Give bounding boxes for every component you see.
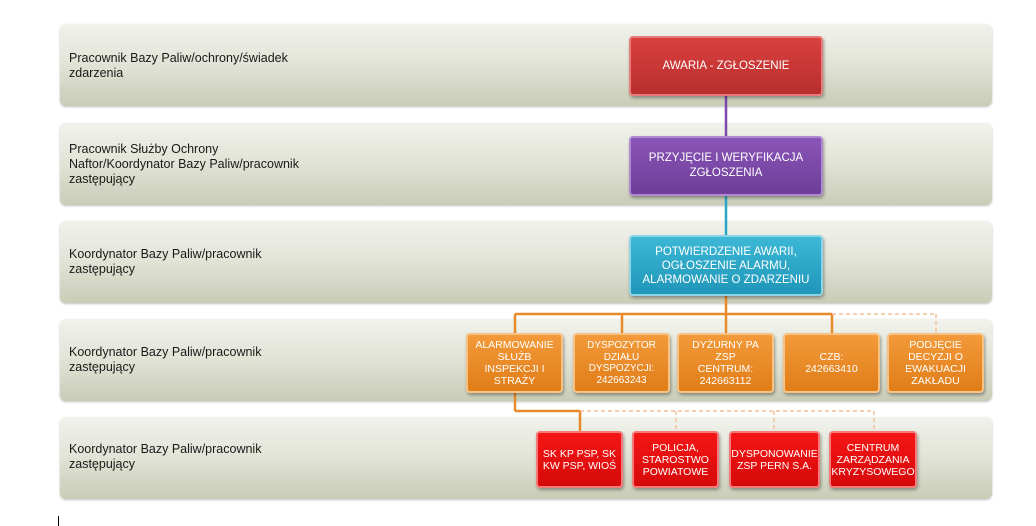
agency-zsp-pern: DYSPONOWANIE ZSP PERN S.A. (729, 431, 820, 488)
swimlane-1: Pracownik Bazy Paliw/ochrony/świadek zda… (60, 24, 992, 106)
notify-czb: CZB: 242663410 (783, 333, 880, 393)
notify-duty-officer: DYŻURNY PA ZSP CENTRUM: 242663112 (677, 333, 774, 393)
lane-label: Koordynator Bazy Paliw/pracownik zastępu… (69, 442, 262, 471)
connector-agency-dashed (580, 410, 875, 431)
step-receive-verify: PRZYJĘCIE I WERYFIKACJA ZGŁOSZENIA (629, 136, 823, 196)
agency-fire-inspection: SK KP PSP, SK KW PSP, WIOŚ (536, 431, 623, 488)
lane-label: Pracownik Bazy Paliw/ochrony/świadek zda… (69, 51, 288, 80)
step-failure-report: AWARIA - ZGŁOSZENIE (629, 36, 823, 96)
lane-label: Koordynator Bazy Paliw/pracownik zastępu… (69, 345, 262, 374)
lane-label: Koordynator Bazy Paliw/pracownik zastępu… (69, 247, 262, 276)
swimlane-3: Koordynator Bazy Paliw/pracownik zastępu… (60, 221, 992, 303)
agency-police-county: POLICJA, STAROSTWO POWIATOWE (632, 431, 719, 488)
lane-label: Pracownik Służby Ochrony Naftor/Koordyna… (69, 142, 299, 186)
notify-evacuation-decision: PODJĘCIE DECYZJI O EWAKUACJI ZAKŁADU (887, 333, 984, 393)
text-cursor (58, 516, 59, 526)
connector-confirm-notify (513, 296, 834, 333)
notify-dispatcher: DYSPOZYTOR DZIAŁU DYSPOZYCJI: 242663243 (573, 333, 670, 393)
connector-evacuation-dashed (832, 313, 937, 333)
connector-notify-agency (513, 393, 582, 431)
notify-inspection-services: ALARMOWANIE SŁUŻB INSPEKCJI I STRAŻY (466, 333, 563, 393)
step-confirm-alarm: POTWIERDZENIE AWARII, OGŁOSZENIE ALARMU,… (629, 235, 823, 296)
agency-crisis-center: CENTRUM ZARZĄDZANIA KRYZYSOWEGO (829, 431, 917, 488)
swimlane-2: Pracownik Służby Ochrony Naftor/Koordyna… (60, 123, 992, 205)
